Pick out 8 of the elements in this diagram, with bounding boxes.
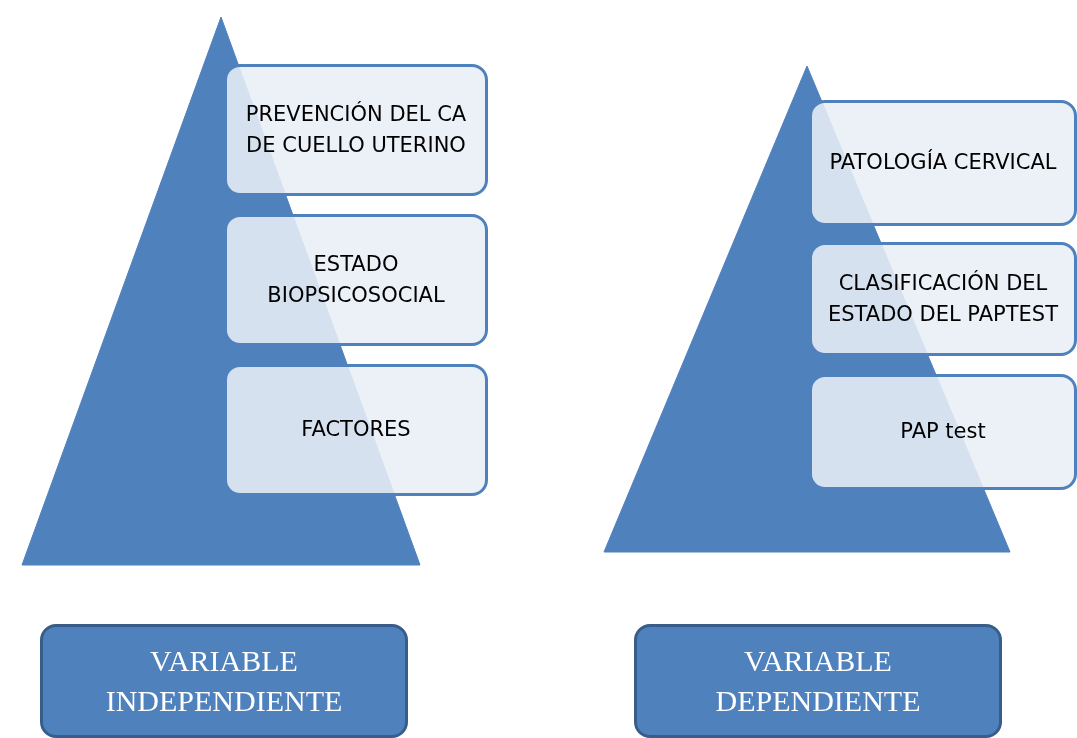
variable-box: VARIABLE INDEPENDIENTE	[40, 624, 408, 738]
category-box: PAP test	[809, 374, 1077, 490]
category-box: FACTORES	[224, 364, 488, 496]
category-box: ESTADO BIOPSICOSOCIAL	[224, 214, 488, 346]
category-box: PREVENCIÓN DEL CA DE CUELLO UTERINO	[224, 64, 488, 196]
category-box: CLASIFICACIÓN DEL ESTADO DEL PAPTEST	[809, 242, 1077, 356]
category-box: PATOLOGÍA CERVICAL	[809, 100, 1077, 226]
variable-box: VARIABLE DEPENDIENTE	[634, 624, 1002, 738]
